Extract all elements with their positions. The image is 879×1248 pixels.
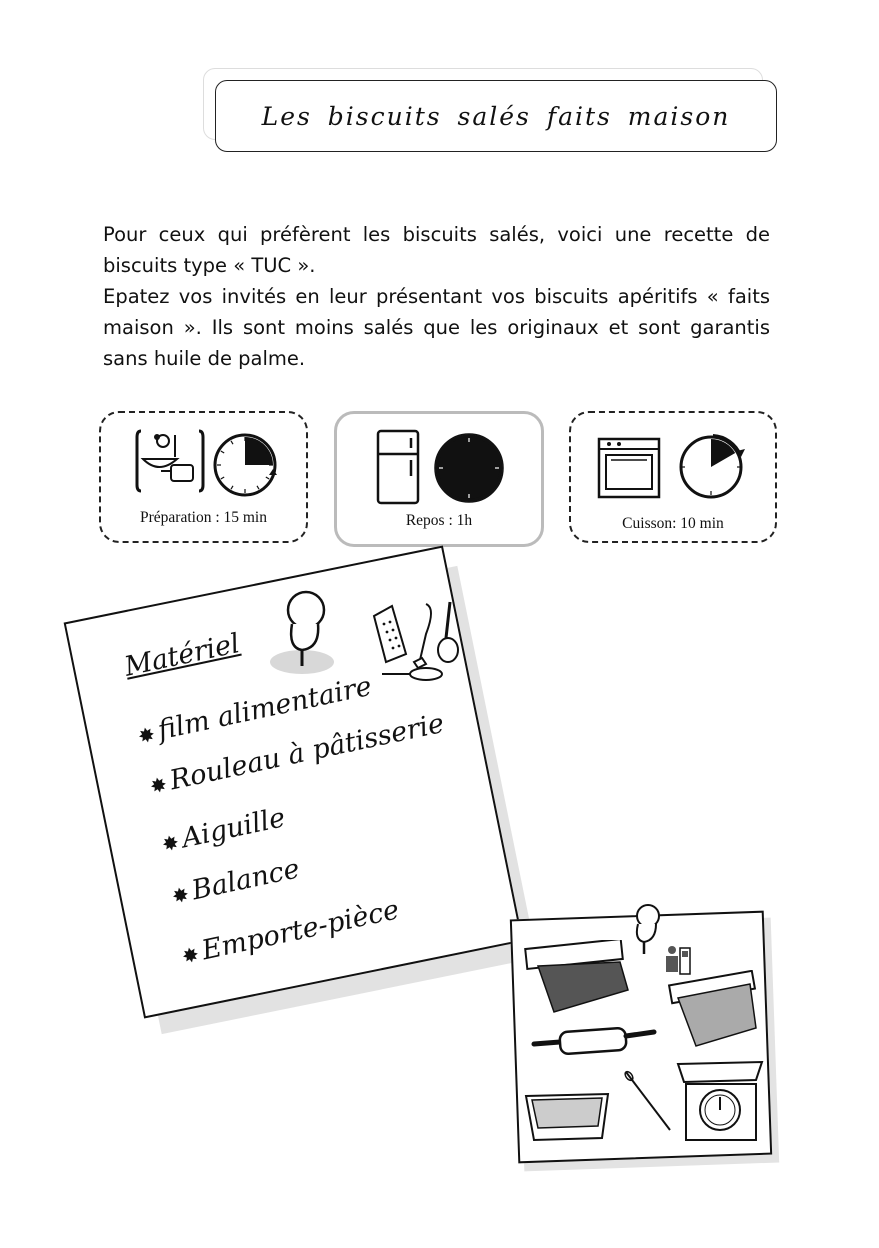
- page-title: Les biscuits salés faits maison: [261, 101, 731, 131]
- title-box: Les biscuits salés faits maison: [215, 80, 777, 152]
- timer-label-cuisson: Cuisson: 10 min: [622, 515, 724, 532]
- pushpin-icon: [270, 590, 334, 674]
- timer-clock-cuisson: [679, 434, 745, 499]
- oven-icon: [597, 437, 661, 499]
- timer-label-repos: Repos : 1h: [405, 512, 473, 529]
- bullet-icon: ✸: [169, 881, 192, 909]
- plastic-wrap-icon: [524, 940, 629, 1013]
- intro-paragraph-2: Epatez vos invités en leur présentant vo…: [103, 285, 770, 370]
- pushpin-small-icon: [635, 904, 660, 954]
- timer-box-repos: Repos : 1h: [334, 411, 544, 547]
- bullet-icon: ✸: [179, 941, 202, 969]
- foil-roll-icon: [667, 970, 757, 1047]
- bullet-icon: ✸: [147, 771, 170, 799]
- intro-text: Pour ceux qui préfèrent les biscuits sal…: [103, 219, 770, 374]
- cooking-icon: [135, 429, 205, 493]
- timer-box-cuisson: Cuisson: 10 min: [569, 411, 777, 543]
- timer-box-preparation: Préparation : 15 min: [99, 411, 308, 543]
- timer-clock-preparation: [213, 433, 277, 497]
- kitchen-scale-icon: [676, 1060, 764, 1141]
- bullet-icon: ✸: [135, 721, 158, 749]
- intro-paragraph-1: Pour ceux qui préfèrent les biscuits sal…: [103, 223, 770, 277]
- needle-icon: [624, 1070, 671, 1131]
- utensils-icon: [372, 601, 459, 681]
- timer-clock-repos: [434, 433, 504, 503]
- bullet-icon: ✸: [159, 829, 182, 857]
- timer-label-preparation: Préparation : 15 min: [140, 509, 267, 526]
- rolling-pin-icon: [531, 1027, 657, 1055]
- fridge-icon: [376, 429, 420, 505]
- baking-tin-icon: [524, 1092, 610, 1142]
- chef-icon: [666, 946, 691, 975]
